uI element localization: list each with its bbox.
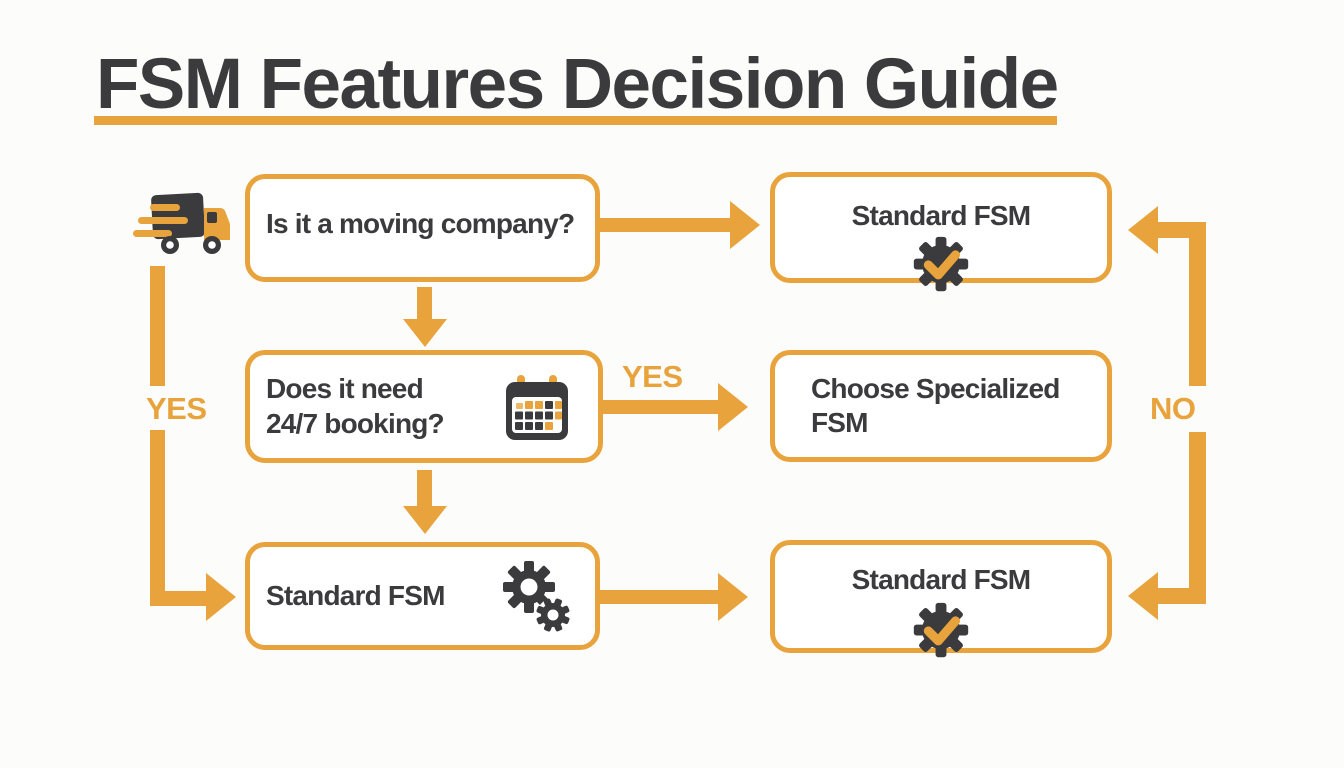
- arrowhead-right-icon: [718, 573, 748, 621]
- node-label: Standard FSM: [851, 564, 1031, 595]
- node-label: Standard FSM: [851, 200, 1031, 231]
- node-label: Does it need 24/7 booking?: [266, 373, 445, 439]
- node-choose-specialized-fsm: Choose Specialized FSM: [770, 350, 1112, 462]
- edge-label-no-right: NO: [1150, 391, 1196, 426]
- arrowhead-right-icon: [718, 383, 748, 431]
- node-does-it-need-247-booking: Does it need 24/7 booking?: [245, 350, 603, 463]
- gear-check-icon: [913, 602, 969, 658]
- calendar-icon: [506, 375, 568, 440]
- yes-branch-elbow: [150, 591, 208, 606]
- node-standard-fsm-left: Standard FSM: [245, 542, 600, 650]
- yes-branch-line-lower: [150, 430, 165, 606]
- arrowhead-down-icon: [403, 319, 447, 347]
- node-label: Is it a moving company?: [266, 207, 575, 239]
- gear-check-icon: [913, 236, 969, 292]
- node-label: Choose Specialized FSM: [811, 372, 1060, 438]
- node-standard-fsm-top: Standard FSM: [770, 172, 1112, 292]
- arrow-q1-to-q2: [417, 287, 432, 321]
- yes-branch-line-upper: [150, 266, 165, 386]
- arrowhead-right-icon: [730, 201, 760, 249]
- page-title: FSM Features Decision Guide: [96, 45, 1059, 124]
- arrowhead-right-icon: [206, 573, 236, 621]
- no-branch-line-lower: [1189, 432, 1206, 604]
- arrowhead-left-icon: [1128, 206, 1158, 254]
- title-underline: [94, 116, 1057, 125]
- arrowhead-left-icon: [1128, 572, 1158, 620]
- node-is-it-a-moving-company: Is it a moving company?: [245, 174, 600, 282]
- arrow-q2-to-specialized: [600, 400, 720, 414]
- gears-icon: [503, 561, 570, 632]
- arrow-q2-to-standard-left: [417, 470, 432, 508]
- edge-label-yes-middle: YES: [622, 359, 683, 394]
- edge-label-yes-left: YES: [146, 391, 207, 426]
- node-label: Standard FSM: [266, 579, 445, 611]
- arrow-standard-left-to-standard-bottom: [600, 590, 720, 604]
- no-branch-line-upper: [1189, 222, 1206, 386]
- truck-icon: [133, 192, 230, 254]
- arrowhead-down-icon: [403, 506, 447, 534]
- node-standard-fsm-bottom: Standard FSM: [770, 540, 1112, 658]
- arrow-q1-to-standard-top: [600, 218, 732, 232]
- no-branch-elbow-bottom: [1156, 588, 1206, 604]
